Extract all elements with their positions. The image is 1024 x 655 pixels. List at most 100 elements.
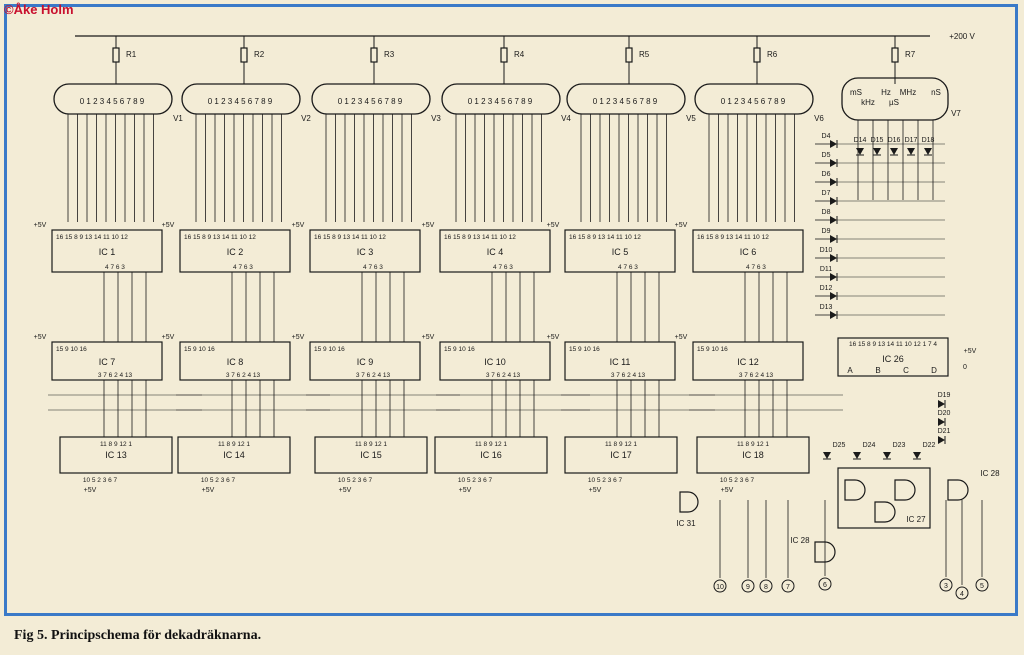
output-terminal-5-label: 5	[980, 583, 984, 590]
diode-label-d4: D4	[822, 133, 831, 140]
ic26-pins: 16 15 8 9 13 14 11 10 12 1 7 4	[849, 341, 937, 348]
ic-label-ic13: IC 13	[105, 450, 127, 460]
tube-label-v7: V7	[951, 109, 961, 118]
row3-pins-top: 11 8 9 12 1	[475, 441, 507, 448]
ic-label-ic15: IC 15	[360, 450, 382, 460]
vplus-label: +5V	[547, 222, 560, 229]
tube-label-v3: V3	[431, 114, 441, 123]
nixie-tube-v6	[694, 83, 814, 115]
ic26-input-b: B	[875, 366, 880, 375]
row3-pins-bottom: 10 5 2 3 6 7	[588, 477, 623, 484]
unit-ns: nS	[931, 88, 941, 97]
tube-label-v4: V4	[561, 114, 571, 123]
ic-ic7	[51, 341, 163, 381]
tube-digits-4: 0 1 2 3 4 5 6 7 8 9	[468, 97, 533, 106]
diode-label-d20: D20	[938, 410, 951, 417]
diode-d8	[830, 216, 837, 224]
tube-digits-3: 0 1 2 3 4 5 6 7 8 9	[338, 97, 403, 106]
diode-label-d22: D22	[923, 442, 936, 449]
output-terminal-7-label: 7	[786, 584, 790, 591]
ic-ic3	[309, 229, 421, 273]
ic26-zero-label: 0	[963, 364, 967, 371]
diode-d5	[830, 159, 837, 167]
row3-pins-bottom: 10 5 2 3 6 7	[83, 477, 118, 484]
diode-label-d14: D14	[854, 137, 867, 144]
vplus-label: +5V	[202, 487, 215, 494]
ic-ic14	[177, 436, 291, 474]
nixie-tube-v2	[181, 83, 301, 115]
ic-ic26	[837, 337, 949, 377]
output-terminal-3	[939, 578, 953, 592]
row3-pins-bottom: 10 5 2 3 6 7	[720, 477, 755, 484]
diode-label-d5: D5	[822, 152, 831, 159]
ic-label-ic1: IC 1	[99, 247, 116, 257]
ic-label-ic8: IC 8	[227, 357, 244, 367]
and-gate-ic31	[679, 491, 699, 513]
and-gate-ic27-c	[874, 501, 896, 523]
diode-label-d10: D10	[820, 247, 833, 254]
row2-pins-bottom: 3 7 6 2 4 13	[226, 372, 261, 379]
resistor-label-3: R3	[384, 50, 395, 59]
ic-label-ic28-a: IC 28	[980, 469, 1000, 478]
copyright-label: ©Åke Holm	[4, 2, 74, 17]
ic-ic12	[692, 341, 804, 381]
output-terminal-4	[955, 586, 969, 600]
row1-pins-bottom: 4 7 6 3	[363, 264, 383, 271]
diode-d15	[873, 148, 881, 155]
diode-d19	[938, 400, 945, 408]
row2-pins-top: 15 9 10 16	[444, 346, 475, 353]
vplus-label: +5V	[675, 222, 688, 229]
tube-label-v6: V6	[814, 114, 824, 123]
row2-pins-top: 15 9 10 16	[184, 346, 215, 353]
diode-label-d13: D13	[820, 304, 833, 311]
ic-ic5	[564, 229, 676, 273]
diode-d20	[938, 418, 945, 426]
and-gate-ic28-a	[947, 479, 969, 501]
ic-label-ic10: IC 10	[484, 357, 506, 367]
row1-pins-top: 16 15 8 9 13 14 11 10 12	[569, 234, 641, 241]
vplus-label: +5V	[547, 334, 560, 341]
diode-d9	[830, 235, 837, 243]
row1-pins-top: 16 15 8 9 13 14 11 10 12	[444, 234, 516, 241]
output-terminal-6-label: 6	[823, 582, 827, 589]
row3-pins-bottom: 10 5 2 3 6 7	[201, 477, 236, 484]
ic-label-ic4: IC 4	[487, 247, 504, 257]
resistor-label-6: R6	[767, 50, 778, 59]
output-terminal-6	[818, 577, 832, 591]
diode-label-d18: D18	[922, 137, 935, 144]
ic26-input-a: A	[847, 366, 853, 375]
row2-pins-top: 15 9 10 16	[697, 346, 728, 353]
unit-ms: mS	[850, 88, 862, 97]
diode-label-d23: D23	[893, 442, 906, 449]
unit-us: µS	[889, 98, 899, 107]
caption-bar	[0, 620, 1024, 655]
output-terminal-5	[975, 578, 989, 592]
row1-pins-bottom: 4 7 6 3	[746, 264, 766, 271]
vplus-label: +5V	[721, 487, 734, 494]
ic-label-ic31: IC 31	[676, 519, 696, 528]
row3-pins-top: 11 8 9 12 1	[100, 441, 132, 448]
vplus-label: +5V	[589, 487, 602, 494]
resistor-label-7: R7	[905, 50, 916, 59]
diode-d18	[924, 148, 932, 155]
ic-ic15	[314, 436, 428, 474]
vplus-label: +5V	[34, 334, 47, 341]
ic-ic17	[564, 436, 678, 474]
tube-digits-6: 0 1 2 3 4 5 6 7 8 9	[721, 97, 786, 106]
resistor-r2	[240, 47, 248, 63]
ic-ic9	[309, 341, 421, 381]
resistor-r3	[370, 47, 378, 63]
row3-pins-top: 11 8 9 12 1	[218, 441, 250, 448]
resistor-label-5: R5	[639, 50, 650, 59]
row2-pins-bottom: 3 7 6 2 4 13	[739, 372, 774, 379]
diode-label-d12: D12	[820, 285, 833, 292]
row1-pins-top: 16 15 8 9 13 14 11 10 12	[184, 234, 256, 241]
ic-ic16	[434, 436, 548, 474]
row3-pins-bottom: 10 5 2 3 6 7	[338, 477, 373, 484]
diode-d21	[938, 436, 945, 444]
ic-label-ic11: IC 11	[610, 357, 631, 367]
diode-label-d6: D6	[822, 171, 831, 178]
vplus-label: +5V	[339, 487, 352, 494]
diode-d23	[883, 452, 891, 459]
